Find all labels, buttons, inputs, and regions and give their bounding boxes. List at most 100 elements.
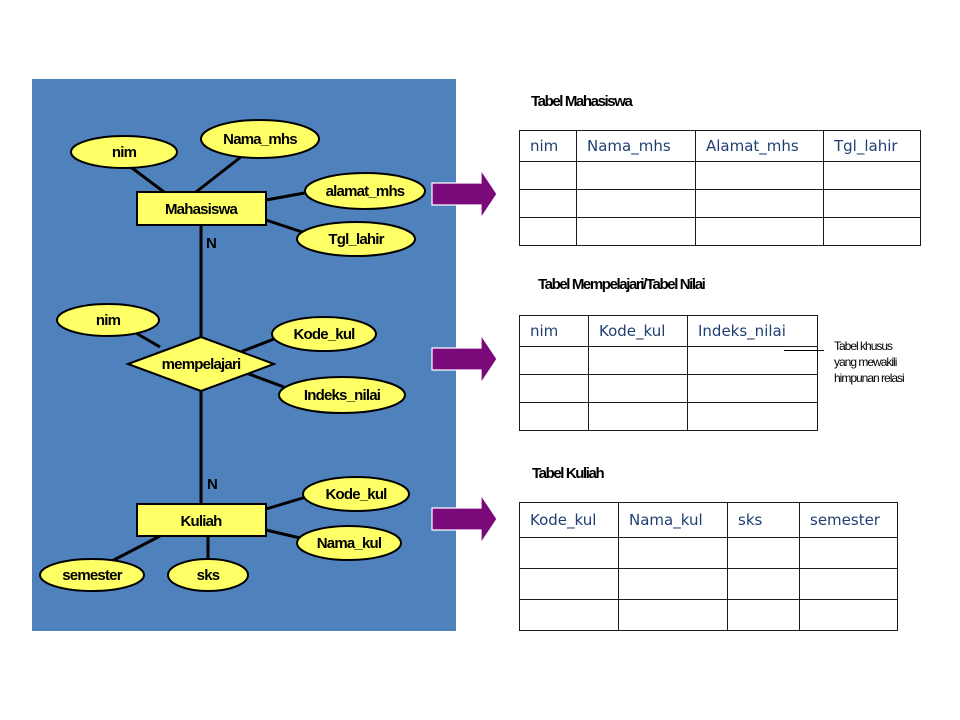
line-mahasiswa-nama [195, 151, 247, 194]
table-cell [576, 189, 696, 218]
table-cell [588, 374, 688, 403]
table-cell [695, 161, 824, 190]
note-special-table: Tabel khusus yang mewakili himpunan rela… [834, 338, 944, 386]
table-cell [799, 568, 898, 600]
table-row [519, 402, 818, 431]
column-header: semester [799, 502, 898, 538]
rel-attr-kode-kul: Kode_kul [293, 326, 355, 343]
kul-attr-kode-kul: Kode_kul [325, 486, 387, 503]
rel-attr-indeks-nilai-ellipse [278, 376, 406, 414]
column-header: nim [519, 315, 589, 347]
rel-attr-indeks-nilai: Indeks_nilai [304, 387, 381, 404]
column-header: Kode_kul [519, 502, 619, 538]
table-cell [799, 599, 898, 631]
table-cell [519, 161, 577, 190]
table-row [519, 161, 921, 190]
attr-nama-mhs-ellipse [200, 119, 320, 159]
kul-attr-semester-ellipse [39, 558, 145, 592]
kul-attr-nama-kul-ellipse [296, 525, 402, 561]
table-row [519, 189, 921, 218]
table-cell [588, 346, 688, 375]
arrow-to-nilai-table [431, 333, 498, 385]
entity-mahasiswa-box [136, 191, 267, 226]
line-mahasiswa-alamat [265, 190, 311, 202]
kul-attr-sks-ellipse [167, 558, 249, 592]
line-kuliah-semester [109, 534, 161, 564]
kul-attr-nama-kul: Nama_kul [317, 535, 382, 552]
table-nilai-title: Tabel Mempelajari/Tabel Nilai [538, 276, 706, 293]
entity-kuliah: Kuliah [180, 513, 222, 530]
note-line-1: Tabel khusus [834, 339, 893, 353]
table-cell [618, 599, 728, 631]
attr-nama-mhs: Nama_mhs [223, 131, 297, 148]
table-cell [576, 217, 696, 246]
table-cell [727, 537, 800, 569]
attr-nim: nim [112, 144, 137, 161]
table-cell [799, 537, 898, 569]
arrow-to-mahasiswa-table [431, 168, 498, 220]
table-kuliah-title: Tabel Kuliah [532, 465, 605, 482]
table-header-row: nim Kode_kul Indeks_nilai [519, 315, 818, 347]
rel-attr-nim-ellipse [56, 303, 160, 337]
note-line-3: himpunan relasi [834, 371, 905, 385]
rel-attr-kode-kul-ellipse [271, 316, 377, 352]
column-header: Alamat_mhs [695, 130, 824, 162]
table-row [519, 537, 898, 569]
table-cell [519, 568, 619, 600]
column-header: nim [519, 130, 577, 162]
column-header: sks [727, 502, 800, 538]
kul-attr-sks: sks [197, 567, 220, 584]
table-cell [519, 374, 589, 403]
table-cell [823, 189, 921, 218]
rel-attr-nim: nim [96, 312, 121, 329]
table-cell [823, 161, 921, 190]
table-cell [519, 217, 577, 246]
table-row [519, 217, 921, 246]
table-cell [695, 189, 824, 218]
cardinality-bottom: N [207, 476, 217, 493]
table-row [519, 374, 818, 403]
table-cell [695, 217, 824, 246]
note-line-2: yang mewakili [834, 355, 897, 369]
table-cell [576, 161, 696, 190]
relationship-diamond [125, 335, 277, 393]
table-cell [618, 568, 728, 600]
table-nilai: nim Kode_kul Indeks_nilai [519, 315, 818, 431]
kul-attr-semester: semester [62, 567, 122, 584]
line-relation-nim [135, 331, 161, 349]
column-header: Indeks_nilai [687, 315, 818, 347]
line-mahasiswa-tgl [265, 218, 303, 234]
table-kuliah: Kode_kul Nama_kul sks semester [519, 502, 898, 631]
column-header: Nama_kul [618, 502, 728, 538]
table-row [519, 599, 898, 631]
table-cell [687, 374, 818, 403]
table-cell [823, 217, 921, 246]
attr-alamat-mhs-ellipse [304, 172, 426, 210]
table-cell [727, 599, 800, 631]
table-cell [519, 189, 577, 218]
column-header: Kode_kul [588, 315, 688, 347]
attr-alamat-mhs: alamat_mhs [326, 183, 405, 200]
table-row [519, 568, 898, 600]
table-cell [687, 402, 818, 431]
attr-tgl-lahir: Tgl_lahir [328, 231, 384, 248]
line-kuliah-kodekul [265, 495, 307, 511]
cardinality-top: N [206, 235, 216, 252]
table-cell [519, 599, 619, 631]
table-header-row: Kode_kul Nama_kul sks semester [519, 502, 898, 538]
note-pointer-line [784, 350, 824, 351]
column-header: Nama_mhs [576, 130, 696, 162]
table-row [519, 346, 818, 375]
line-relation-kodekul [237, 337, 275, 355]
table-cell [519, 537, 619, 569]
attr-tgl-lahir-ellipse [296, 221, 416, 257]
column-header: Tgl_lahir [823, 130, 921, 162]
table-mahasiswa: nim Nama_mhs Alamat_mhs Tgl_lahir [519, 130, 921, 246]
arrow-to-kuliah-table [431, 493, 498, 545]
entity-mahasiswa: Mahasiswa [165, 201, 238, 218]
relationship-label: mempelajari [162, 356, 241, 373]
table-header-row: nim Nama_mhs Alamat_mhs Tgl_lahir [519, 130, 921, 162]
table-cell [519, 346, 589, 375]
line-kuliah-namakul [265, 528, 301, 540]
